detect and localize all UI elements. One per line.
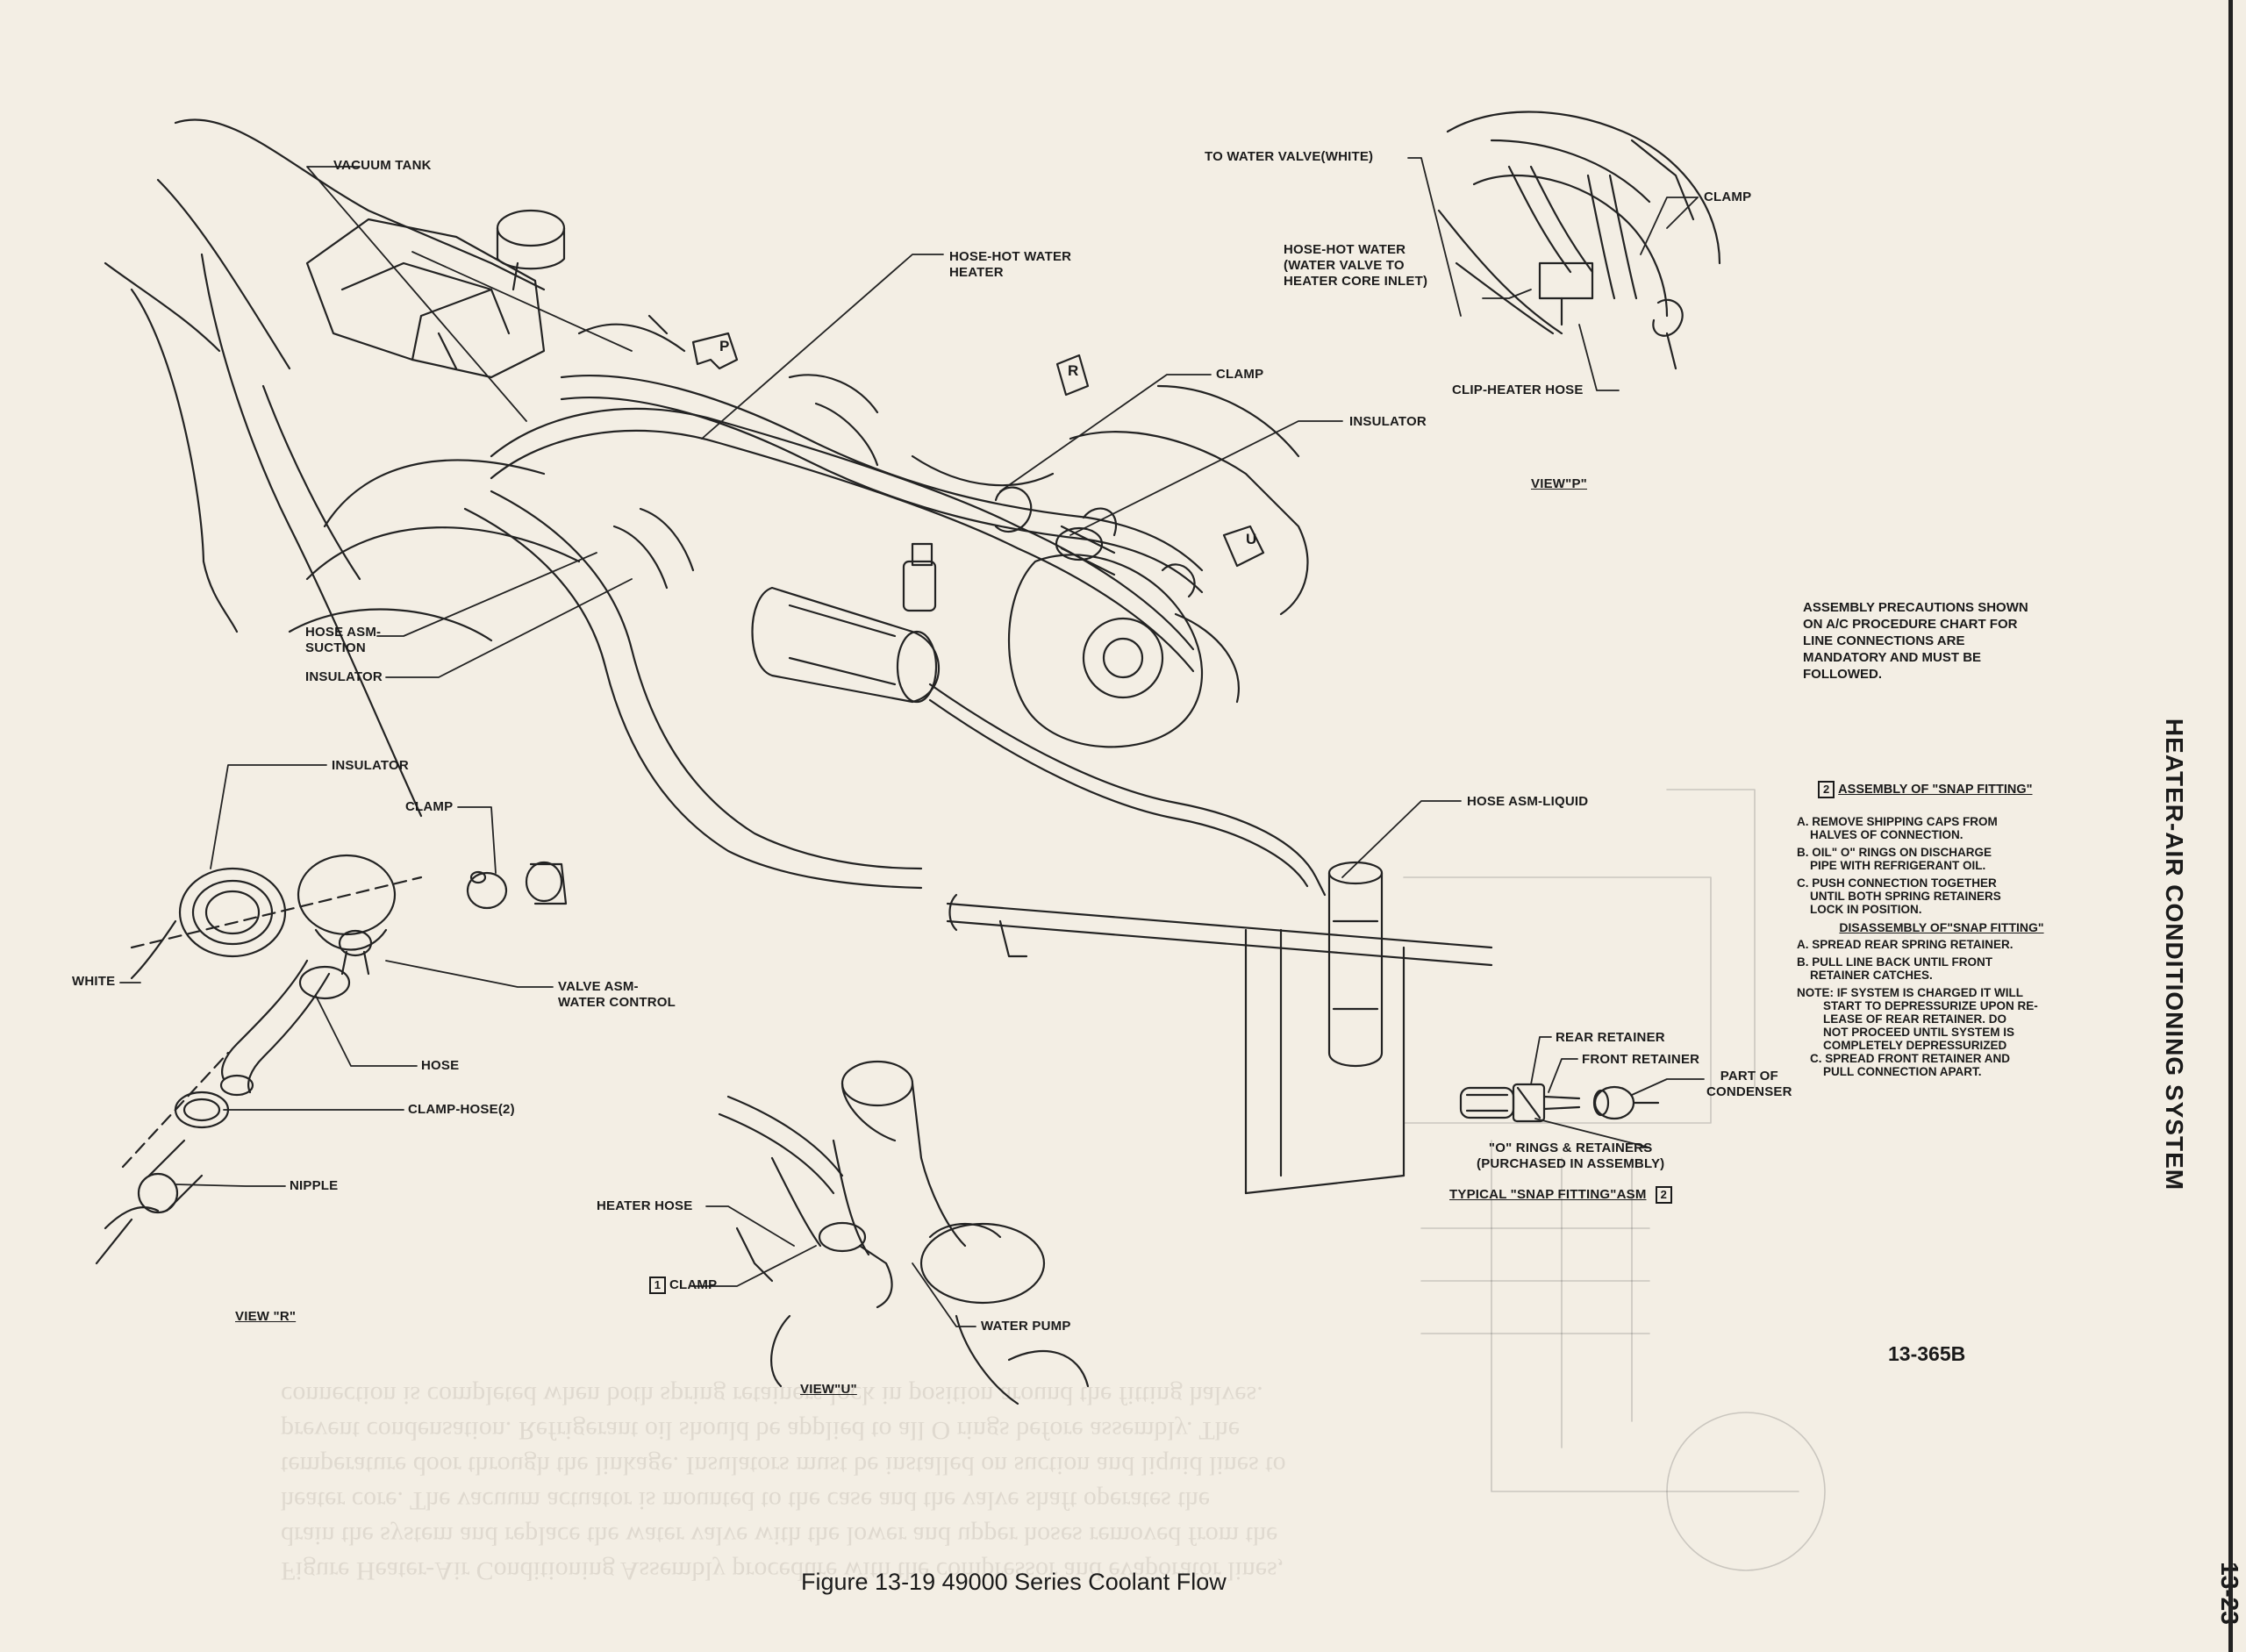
callout-hose-hot-water-heater: HOSE-HOT WATER HEATER xyxy=(949,249,1072,280)
figure-caption: Figure 13-19 49000 Series Coolant Flow xyxy=(801,1569,1227,1595)
disassembly-title: DISASSEMBLY OF"SNAP FITTING" xyxy=(1839,920,2044,934)
view-u-clamp-label: CLAMP xyxy=(669,1277,718,1292)
view-r-insulator: INSULATOR xyxy=(332,758,409,773)
view-r-title: VIEW "R" xyxy=(235,1309,297,1324)
figure-number: 13-365B xyxy=(1888,1342,1966,1365)
view-r-valve-asm: VALVE ASM- WATER CONTROL xyxy=(558,979,676,1010)
view-u-drawing xyxy=(718,1060,1090,1405)
assembly-number: 2 xyxy=(1818,781,1835,798)
callout-hose-asm-suction: HOSE ASM- SUCTION xyxy=(305,625,382,655)
assembly-step-c: C. PUSH CONNECTION TOGETHER UNTIL BOTH S… xyxy=(1797,876,2001,916)
snap-fitting-drawing xyxy=(1459,1083,1660,1123)
callout-insulator-lower: INSULATOR xyxy=(305,669,383,684)
view-p-drawing xyxy=(1437,111,1721,370)
leader-lines xyxy=(119,157,1705,1327)
snap-typical-label: TYPICAL "SNAP FITTING"ASM 2 xyxy=(1449,1186,1676,1204)
view-p-hose-hot-water: HOSE-HOT WATER (WATER VALVE TO HEATER CO… xyxy=(1284,242,1428,289)
callout-insulator: INSULATOR xyxy=(1349,414,1427,429)
bleed-through-diagram xyxy=(1403,789,1826,1571)
disassembly-step-b: B. PULL LINE BACK UNTIL FRONT RETAINER C… xyxy=(1797,955,1992,982)
view-r-nipple: NIPPLE xyxy=(290,1178,339,1193)
snap-part-of-condenser: PART OF CONDENSER xyxy=(1706,1069,1792,1099)
callout-vacuum-tank: VACUUM TANK xyxy=(333,158,432,173)
arrow-p-label: P xyxy=(719,338,730,354)
callout-clamp: CLAMP xyxy=(1216,367,1264,382)
engine-compartment-drawing xyxy=(104,118,1493,1195)
view-p-to-water-valve: TO WATER VALVE(WHITE) xyxy=(1205,149,1374,164)
disassembly-note: NOTE: IF SYSTEM IS CHARGED IT WILL START… xyxy=(1797,986,2038,1078)
assembly-step-b: B. OIL" O" RINGS ON DISCHARGE PIPE WITH … xyxy=(1797,846,1992,872)
view-u-title: VIEW"U" xyxy=(800,1382,857,1397)
callout-hose-asm-liquid: HOSE ASM-LIQUID xyxy=(1467,794,1589,809)
view-u-heater-hose: HEATER HOSE xyxy=(597,1198,693,1213)
snap-front-retainer: FRONT RETAINER xyxy=(1582,1052,1700,1067)
view-p-title: VIEW"P" xyxy=(1531,476,1587,491)
snap-typical-text: TYPICAL "SNAP FITTING"ASM xyxy=(1449,1187,1647,1202)
assembly-step-a: A. REMOVE SHIPPING CAPS FROM HALVES OF C… xyxy=(1797,815,1998,841)
page-edge-rule xyxy=(2228,0,2233,1652)
assembly-precautions: ASSEMBLY PRECAUTIONS SHOWN ON A/C PROCED… xyxy=(1803,600,2028,682)
snap-rear-retainer: REAR RETAINER xyxy=(1556,1030,1665,1045)
view-p-clip-heater-hose: CLIP-HEATER HOSE xyxy=(1452,383,1584,397)
view-r-drawing xyxy=(95,854,568,1265)
view-r-clamp: CLAMP xyxy=(405,799,454,814)
snap-typical-number: 2 xyxy=(1655,1186,1672,1204)
disassembly-step-a: A. SPREAD REAR SPRING RETAINER. xyxy=(1797,938,2014,951)
view-u-water-pump: WATER PUMP xyxy=(981,1319,1071,1334)
arrow-r-label: R xyxy=(1068,362,1079,379)
assembly-title: ASSEMBLY OF "SNAP FITTING" xyxy=(1838,783,2033,797)
view-r-clamp-hose: CLAMP-HOSE(2) xyxy=(408,1102,515,1117)
section-title: HEATER-AIR CONDITIONING SYSTEM xyxy=(2161,718,2188,1191)
view-arrows xyxy=(691,332,1265,568)
view-r-white: WHITE xyxy=(72,974,116,989)
snap-o-rings: "O" RINGS & RETAINERS (PURCHASED IN ASSE… xyxy=(1477,1141,1665,1171)
view-r-hose: HOSE xyxy=(421,1058,460,1073)
view-p-clamp: CLAMP xyxy=(1704,190,1752,204)
arrow-u-label: U xyxy=(1246,531,1257,547)
view-u-clamp-number: 1 xyxy=(649,1277,666,1294)
